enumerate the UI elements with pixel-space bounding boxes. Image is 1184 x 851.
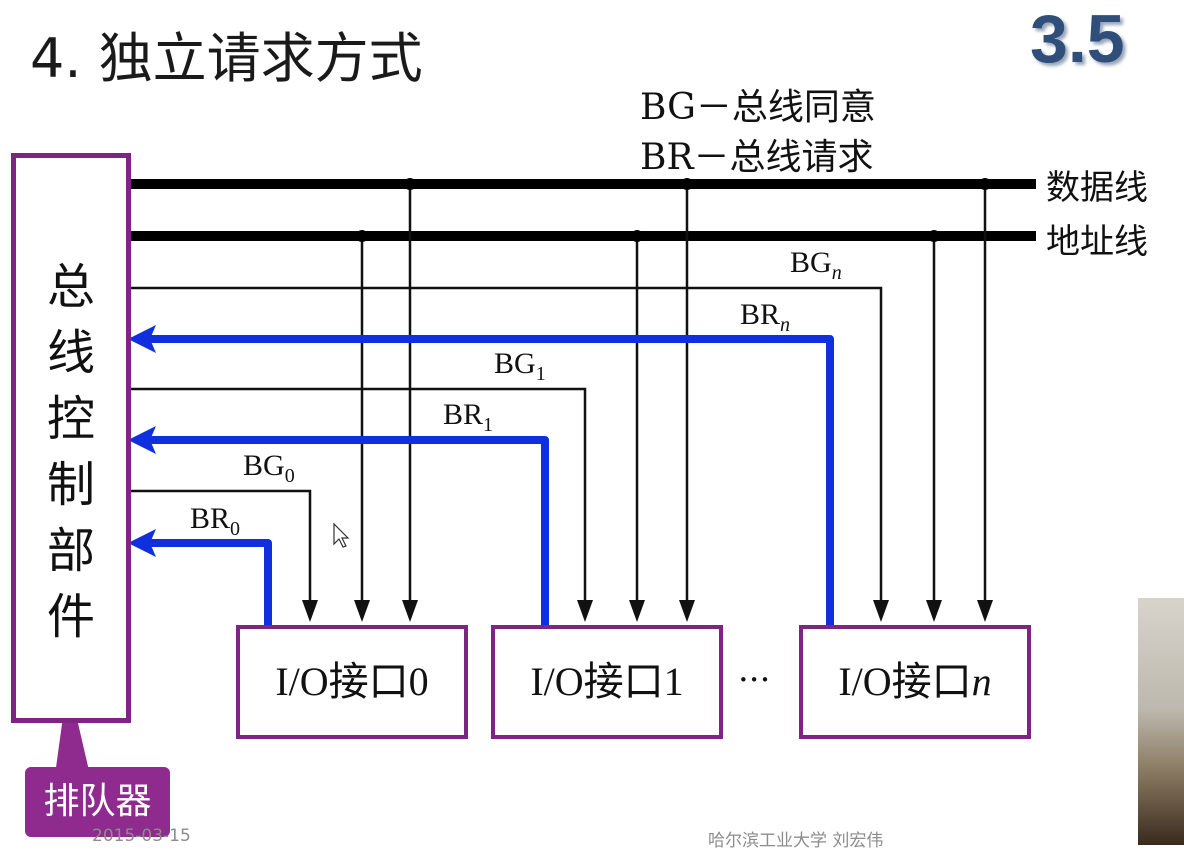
bus-junction-dots	[356, 178, 991, 242]
address-bus-drops	[360, 236, 936, 612]
cursor-icon	[333, 522, 350, 548]
signal-label-bg-1: BG1	[494, 347, 546, 385]
io-interface-0: I/O接口0	[236, 625, 468, 739]
slide-title: 4. 独立请求方式	[30, 27, 423, 90]
data-bus-drops	[408, 184, 987, 612]
signal-label-br-1: BR1	[443, 398, 494, 436]
ellipsis: ···	[738, 660, 771, 700]
legend-br: BR－总线请求	[640, 137, 874, 178]
br-lines	[150, 335, 834, 625]
signal-label-bg-0: BG0	[243, 449, 295, 487]
signal-label-br-0: BR0	[190, 502, 241, 540]
arrowheads	[302, 600, 993, 622]
footer-credit: 哈尔滨工业大学 刘宏伟	[708, 831, 884, 851]
footer-date: 2015-03-15	[92, 826, 191, 846]
legend-bg: BG－总线同意	[640, 87, 876, 128]
presenter-video-thumbnail	[1138, 598, 1184, 845]
queue-callout: 排队器	[25, 767, 170, 837]
bus-controller-box: 总 线 控 制 部 件	[11, 153, 131, 723]
section-number: 3.5	[1030, 1, 1125, 77]
bg-lines	[124, 286, 883, 612]
signal-label-br-n: BRn	[740, 298, 791, 336]
address-bus-label: 地址线	[1046, 222, 1148, 262]
signal-label-bg-n: BGn	[790, 246, 842, 284]
io-interface-1: I/O接口1	[491, 625, 723, 739]
io-interface-n: I/O接口n	[799, 625, 1031, 739]
br-arrowheads	[128, 325, 156, 557]
bus-controller-label: 总 线 控 制 部 件	[46, 259, 95, 645]
data-bus-label: 数据线	[1046, 168, 1148, 208]
queue-callout-pointer	[55, 680, 90, 775]
